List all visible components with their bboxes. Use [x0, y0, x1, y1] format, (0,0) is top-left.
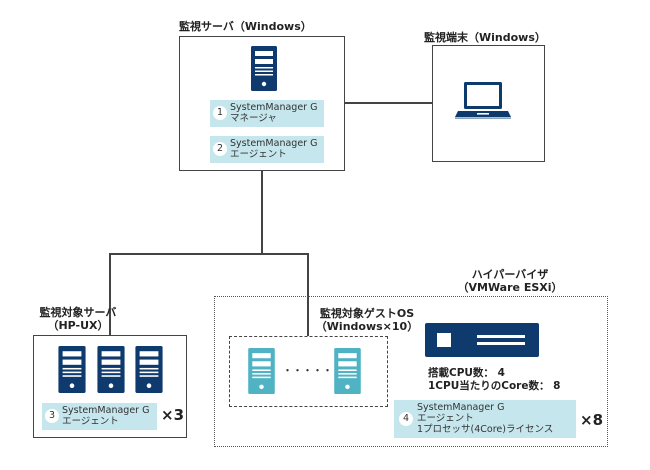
label-target-agent: 3 SystemManager G エージェント — [42, 403, 157, 430]
cores-per-cpu: 1CPU当たりのCore数： 8 — [428, 380, 561, 392]
label-line: エージェント — [230, 149, 287, 160]
label-line: エージェント — [417, 413, 474, 424]
vm-server-icon — [334, 348, 361, 394]
connector-to-guest-os — [307, 253, 309, 336]
connector-to-target-server — [109, 253, 111, 335]
connector-server-terminal — [344, 102, 432, 104]
hypervisor-box — [214, 296, 608, 447]
monitoring-server-box: 1 SystemManager G マネージャ 2 SystemManager … — [179, 36, 345, 171]
label-line: マネージャ — [230, 113, 277, 124]
label-line: 1プロセッサ(4Core)ライセンス — [417, 424, 554, 435]
guest-os-title: 監視対象ゲストOS （Windows×10） — [312, 307, 422, 333]
rack-server-icon — [425, 323, 539, 357]
number-badge: 2 — [213, 142, 227, 156]
number-badge: 4 — [399, 412, 413, 426]
laptop-icon — [455, 82, 511, 119]
number-badge: 3 — [45, 409, 59, 423]
guest-os-title-line2: （Windows×10） — [315, 320, 419, 333]
label-line: SystemManager G — [417, 402, 505, 413]
target-server-title: 監視対象サーバ （HP-UX） — [18, 306, 138, 332]
vm-server-icon — [248, 348, 275, 394]
guest-os-title-line1: 監視対象ゲストOS — [319, 307, 415, 320]
cpu-count: 搭載CPU数： 4 — [428, 367, 505, 379]
target-server-box: 3 SystemManager G エージェント ×3 — [33, 335, 187, 438]
label-agent: 2 SystemManager G エージェント — [210, 136, 324, 163]
label-manager: 1 SystemManager G マネージャ — [210, 100, 324, 127]
hypervisor-title: ハイパーバイザ （VMWare ESXi） — [440, 268, 580, 294]
hypervisor-title-line1: ハイパーバイザ — [471, 268, 549, 281]
tower-server-icon — [251, 46, 277, 91]
tower-server-icon — [135, 346, 163, 393]
connector-server-down — [261, 170, 263, 254]
target-server-title-line1: 監視対象サーバ — [39, 306, 117, 319]
monitoring-server-title: 監視サーバ（Windows） — [179, 20, 312, 33]
label-line: SystemManager G — [230, 102, 318, 113]
guest-agent-multiplier: ×8 — [580, 411, 604, 429]
label-line: エージェント — [62, 416, 119, 427]
label-line: SystemManager G — [230, 138, 318, 149]
hypervisor-title-line2: （VMWare ESXi） — [457, 281, 563, 294]
tower-server-icon — [97, 346, 125, 393]
monitoring-terminal-box — [432, 45, 545, 162]
number-badge: 1 — [213, 106, 227, 120]
label-line: SystemManager G — [62, 405, 150, 416]
guest-os-box: ・・・・・ — [229, 336, 388, 407]
ellipsis: ・・・・・ — [282, 364, 333, 377]
label-guest-agent: 4 SystemManager G エージェント 1プロセッサ(4Core)ライ… — [394, 400, 576, 438]
connector-horizontal-bus — [109, 253, 309, 255]
target-server-title-line2: （HP-UX） — [47, 319, 109, 332]
tower-server-icon — [58, 346, 86, 393]
target-server-multiplier: ×3 — [161, 406, 185, 424]
monitoring-terminal-title: 監視端末（Windows） — [424, 31, 546, 44]
